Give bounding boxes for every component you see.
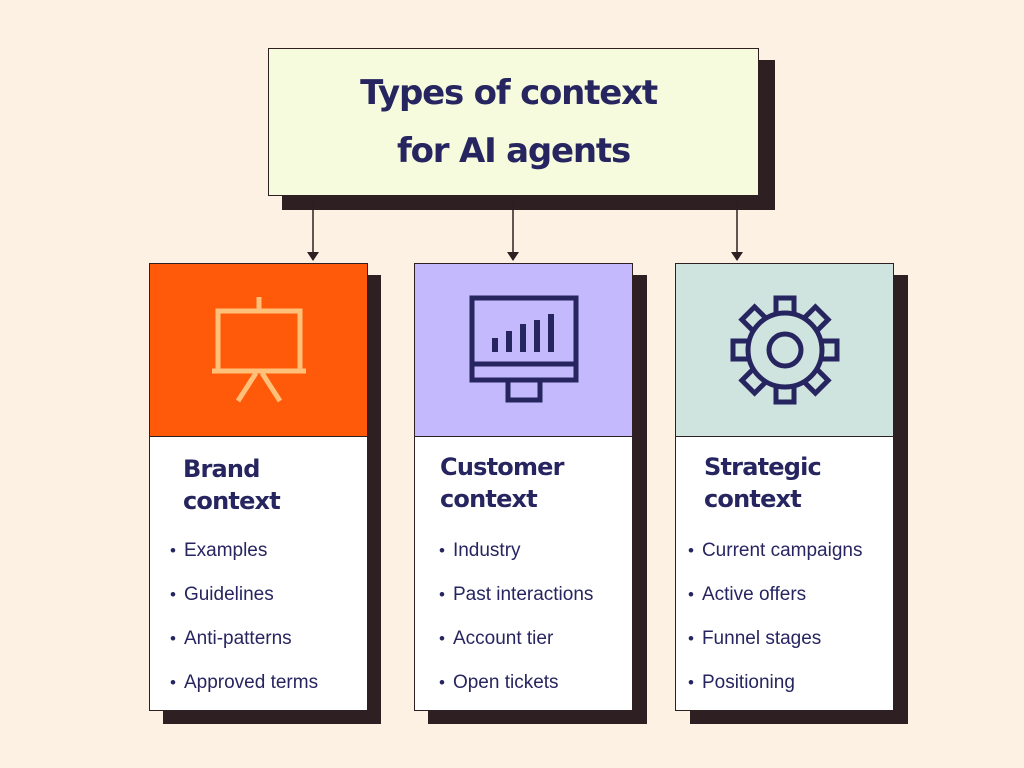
list-item: •Anti-patterns [170, 628, 292, 649]
strategic-card-header [676, 264, 893, 437]
strategic-card-title-line-1: Strategic [704, 453, 822, 481]
title-line-2: for AI agents [397, 131, 631, 171]
customer-context-card: Customer context •Industry •Past interac… [414, 263, 633, 711]
customer-card-header [415, 264, 632, 437]
list-item: •Current campaigns [688, 540, 863, 561]
customer-card-title-line-2: context [440, 485, 538, 513]
list-item: •Approved terms [170, 672, 319, 693]
brand-item-list: •Examples •Guidelines •Anti-patterns •Ap… [150, 529, 367, 705]
list-item: •Active offers [688, 584, 807, 605]
customer-item-list: •Industry •Past interactions •Account ti… [415, 529, 632, 705]
list-item: •Funnel stages [688, 628, 822, 649]
list-item: •Past interactions [439, 584, 594, 605]
monitor-bar-chart-icon [469, 295, 578, 403]
list-item: •Guidelines [170, 584, 274, 605]
title-line-1: Types of context [360, 73, 658, 113]
title-box: Types of context for AI agents [268, 48, 759, 196]
strategic-card-title-line-2: context [704, 485, 802, 513]
brand-card-title-line-1: Brand [183, 455, 260, 483]
brand-card-header [150, 264, 367, 437]
list-item: •Open tickets [439, 672, 559, 693]
strategic-item-list: •Current campaigns •Active offers •Funne… [676, 529, 893, 705]
brand-context-card: Brand context •Examples •Guidelines •Ant… [149, 263, 368, 711]
list-item: •Industry [439, 540, 521, 561]
strategic-context-card: Strategic context •Current campaigns •Ac… [675, 263, 894, 711]
brand-card-title-line-2: context [183, 487, 281, 515]
customer-card-title-line-1: Customer [440, 453, 564, 481]
list-item: •Positioning [688, 672, 795, 693]
list-item: •Examples [170, 540, 268, 561]
gear-icon [730, 295, 839, 405]
presentation-board-icon [211, 297, 306, 403]
list-item: •Account tier [439, 628, 554, 649]
